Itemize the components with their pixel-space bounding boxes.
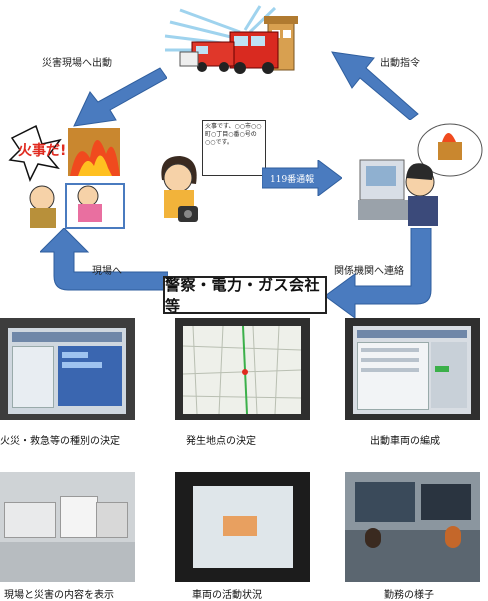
- caption-display-site: 現場と災害の内容を表示: [4, 590, 114, 601]
- fire-scene-illustration: 火事だ!: [8, 118, 128, 230]
- caption-vehicle-formation: 出動車両の編成: [370, 436, 440, 447]
- arrow-to-disaster-site: [73, 67, 167, 127]
- arrow-contact-agencies: [325, 228, 432, 318]
- photo-display-site: [0, 472, 135, 582]
- arrow-to-site: [40, 228, 168, 291]
- to-site-label: 現場へ: [92, 266, 122, 277]
- fire-shout-text: 火事だ!: [18, 143, 67, 159]
- contact-agencies-label: 関係機関へ連絡: [334, 266, 404, 277]
- photo-location-decision: [175, 318, 310, 420]
- dispatch-order-label: 出動指令: [380, 58, 420, 69]
- photo-vehicle-status: [175, 472, 310, 582]
- caption-type-decision: 火災・救急等の種別の決定: [0, 436, 120, 447]
- dispatcher-illustration: [358, 120, 483, 230]
- caption-vehicle-status: 車両の活動状況: [192, 590, 262, 601]
- arrow-dispatch-order: [331, 51, 419, 120]
- fire-station-illustration: [150, 2, 320, 77]
- caption-location-decision: 発生地点の決定: [186, 436, 256, 447]
- photo-work-scene: [345, 472, 480, 582]
- call-119-label: 119番通報: [270, 175, 315, 185]
- photo-vehicle-formation: [345, 318, 480, 420]
- caller-illustration: [150, 150, 210, 230]
- arrow-call-119: [262, 160, 342, 196]
- caption-work-scene: 勤務の様子: [384, 590, 434, 601]
- to-disaster-site-label: 災害現場へ出動: [42, 58, 112, 69]
- photo-type-decision: [0, 318, 135, 420]
- caller-speech-bubble: 火事です、○○市○○町○丁目○番○号の○○です。: [202, 120, 266, 176]
- agencies-banner: 警察・電力・ガス会社等: [163, 276, 327, 315]
